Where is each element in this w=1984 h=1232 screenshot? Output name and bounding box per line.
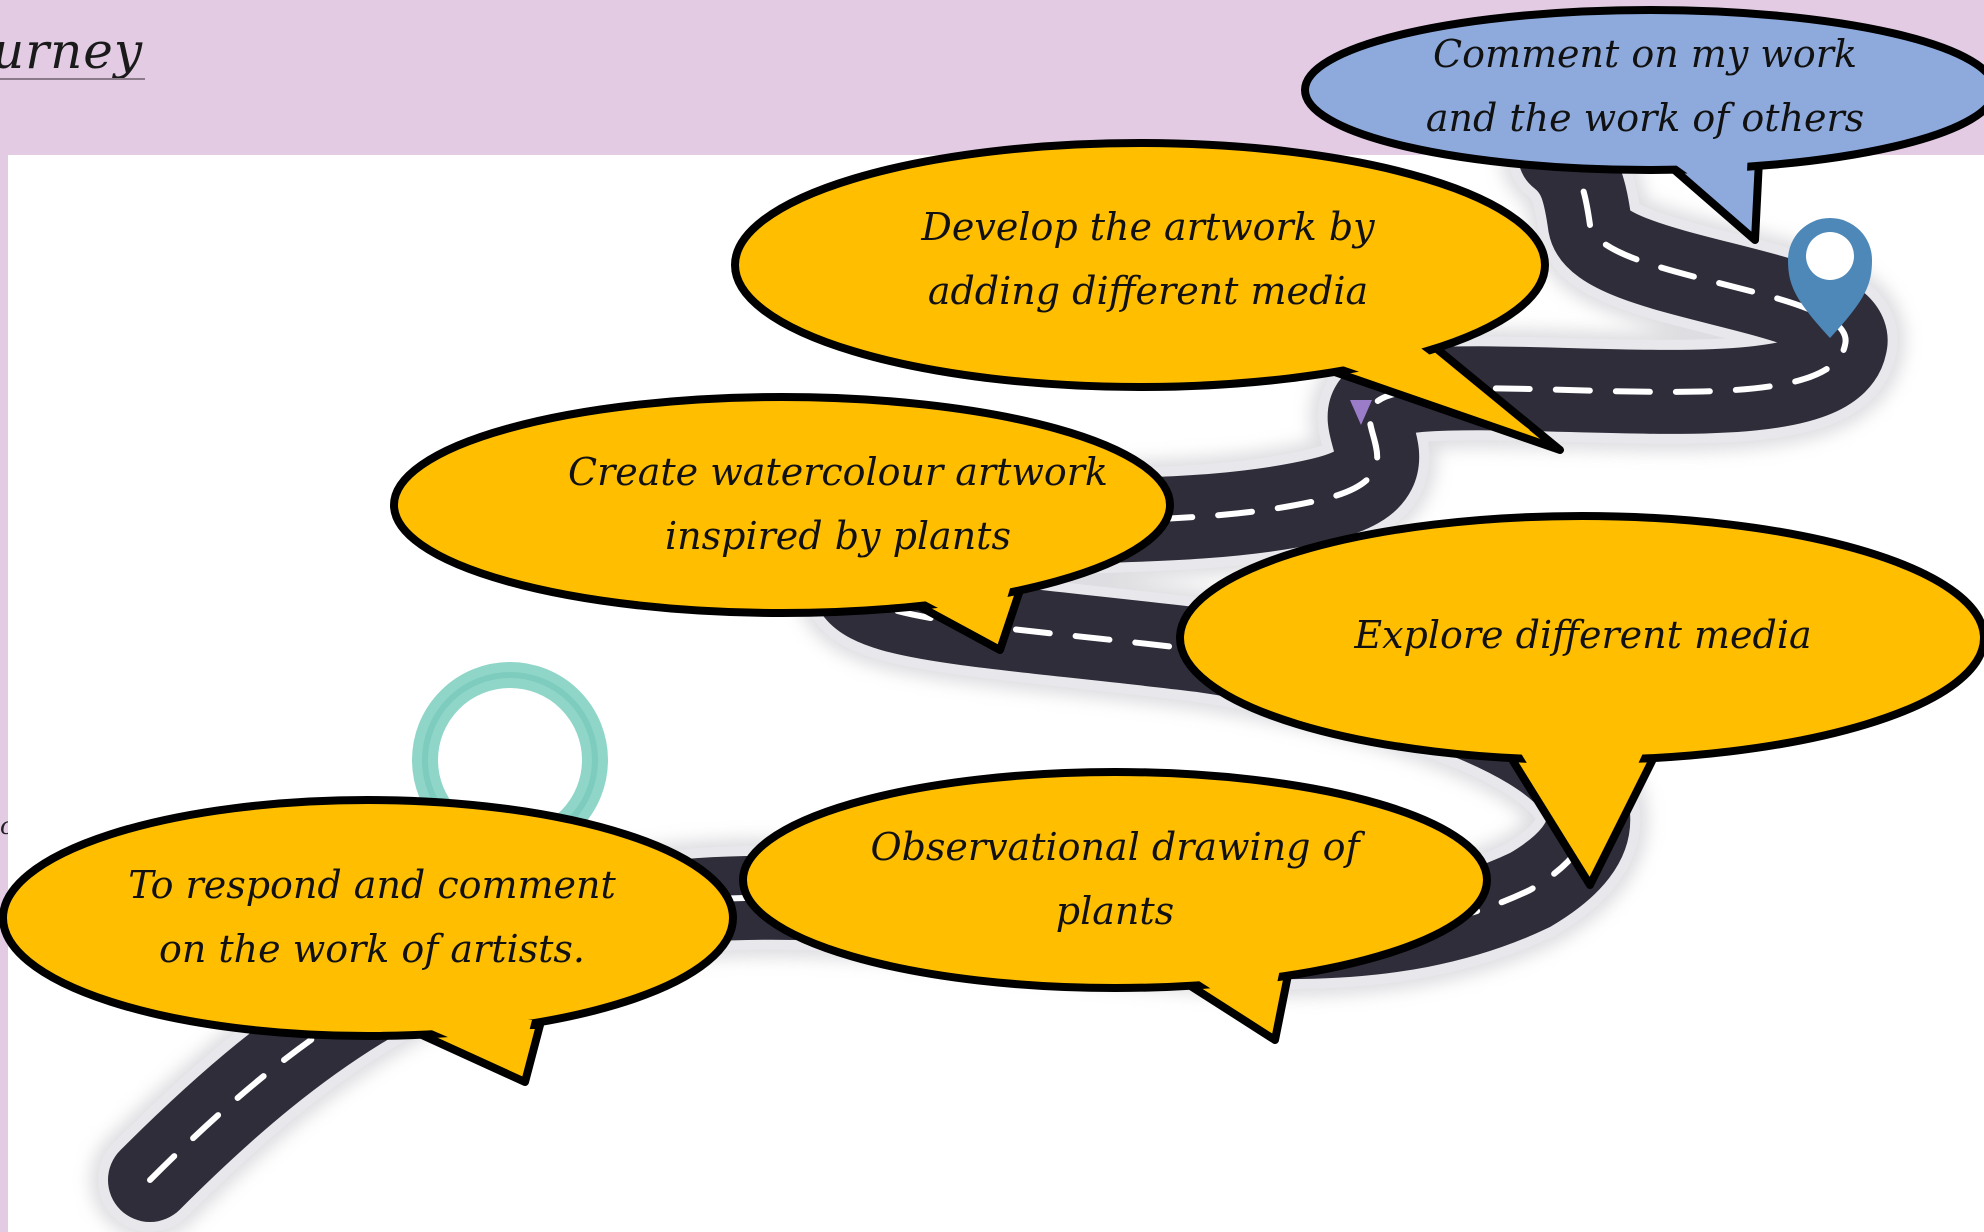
speech-bubble-observational-drawing: Observational drawing of plants <box>739 768 1491 1044</box>
purple-pin-icon <box>1350 400 1372 425</box>
bubble-text-line: Develop the artwork by <box>920 205 1375 249</box>
title-underline <box>0 78 145 80</box>
bubble-text-line: Observational drawing of <box>870 825 1365 869</box>
speech-bubble-comment-on-work: Comment on my work and the work of other… <box>1301 6 1984 244</box>
bubble-text-line: plants <box>1056 889 1174 933</box>
page-title: urney <box>0 22 144 80</box>
speech-bubble-develop-artwork: Develop the artwork by adding different … <box>731 139 1564 454</box>
speech-bubble-explore-media: Explore different media <box>1176 512 1984 889</box>
bubble-text-line: and the work of others <box>1426 96 1864 140</box>
bubble-text-line: Explore different media <box>1353 613 1811 657</box>
speech-bubble-watercolour-artwork: Create watercolour artwork inspired by p… <box>390 393 1174 654</box>
bubble-text-line: adding different media <box>928 269 1368 313</box>
bubble-text-line: inspired by plants <box>665 514 1011 558</box>
blue-location-pin-icon <box>1788 218 1872 338</box>
bubble-text-line: To respond and comment <box>128 863 616 907</box>
bubble-text-line: Create watercolour artwork <box>568 450 1108 494</box>
bubble-text-line: Comment on my work <box>1433 32 1857 76</box>
speech-bubble-respond-comment: To respond and comment on the work of ar… <box>0 796 737 1086</box>
bubble-text-line: on the work of artists. <box>159 927 585 971</box>
